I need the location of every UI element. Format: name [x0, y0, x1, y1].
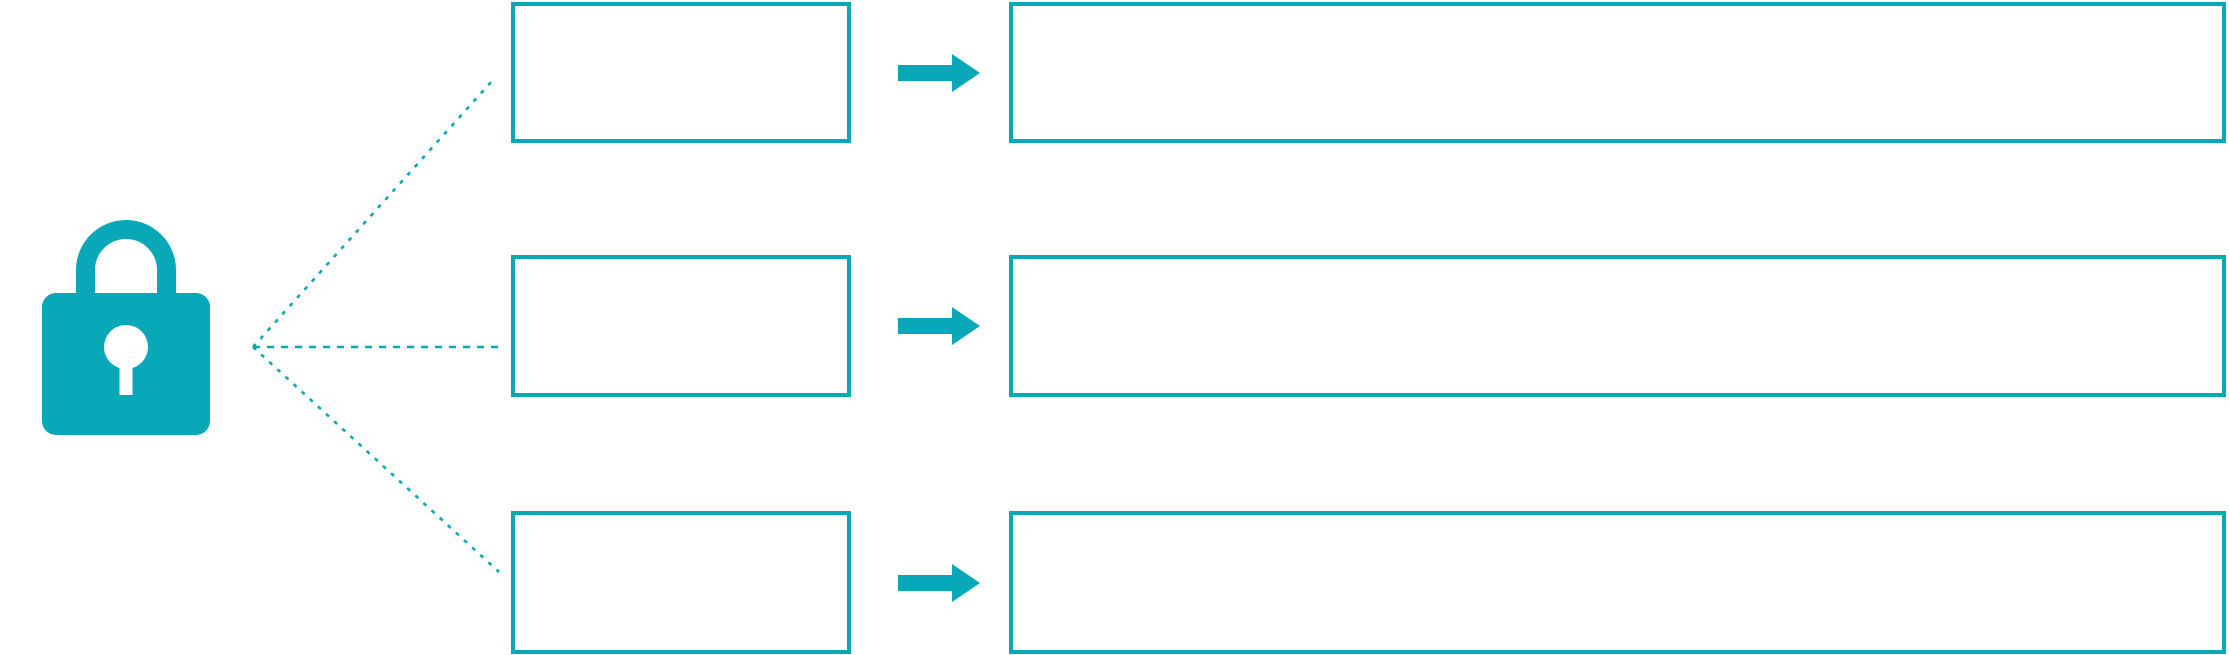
connector-line-bottom [252, 346, 500, 573]
arrow-right-icon-2 [898, 307, 980, 345]
arrow-right-icon-3 [898, 564, 980, 602]
connector-lines [252, 80, 500, 573]
detail-box-3 [1009, 511, 2226, 654]
concept-box-3 [511, 511, 851, 654]
concept-box-2 [511, 255, 851, 397]
detail-box-1 [1009, 2, 2226, 143]
concept-box-1 [511, 2, 851, 143]
arrow-right-shape [898, 54, 980, 92]
connector-line-top [252, 80, 493, 348]
arrow-right-shape [898, 307, 980, 345]
lock-keyhole-stem [119, 347, 133, 395]
arrow-right-icon-1 [898, 54, 980, 92]
lock-icon [42, 220, 210, 435]
detail-box-2 [1009, 255, 2226, 397]
lock-shackle [76, 220, 176, 315]
arrow-right-shape [898, 564, 980, 602]
